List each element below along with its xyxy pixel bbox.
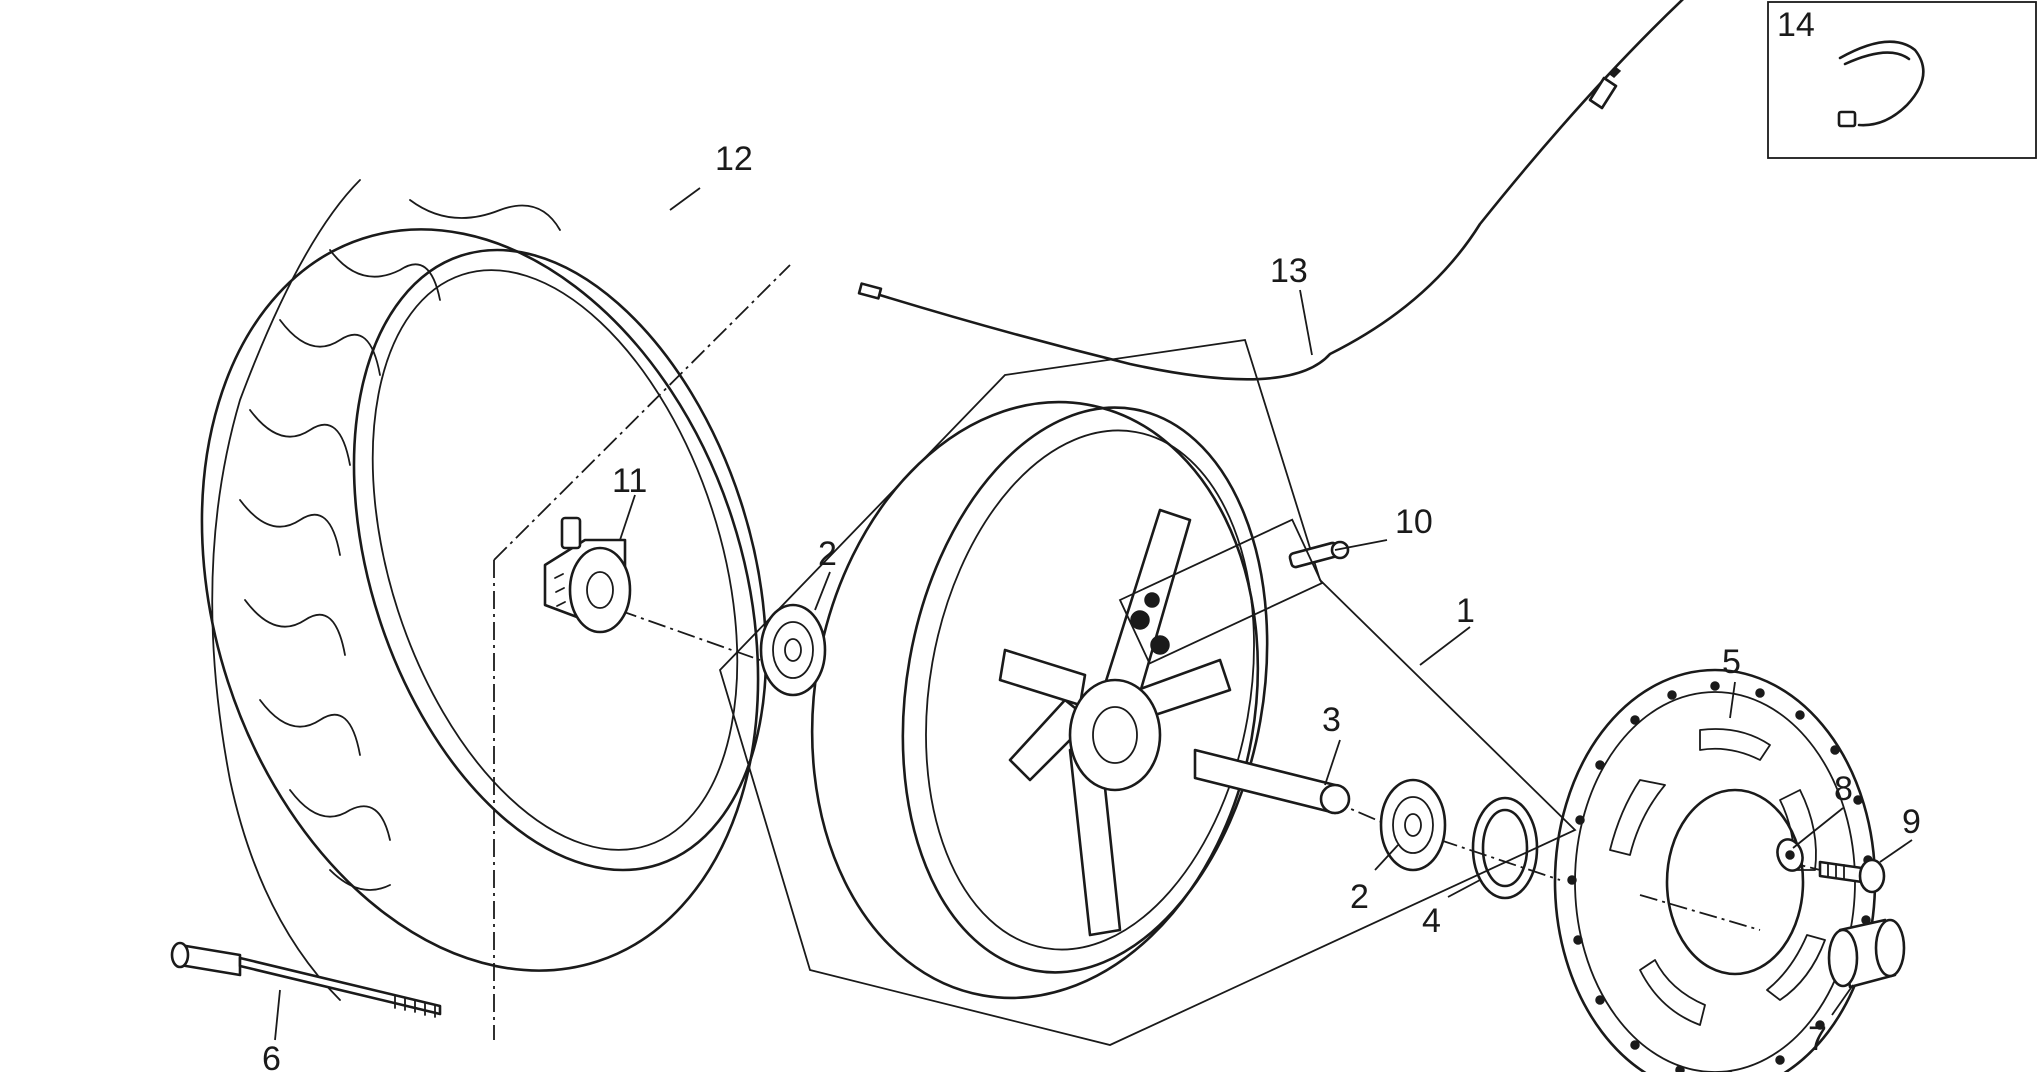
speedo-drive-part-11 bbox=[543, 516, 632, 634]
tyre-part-12 bbox=[200, 179, 768, 1001]
callout-2b: 2 bbox=[1350, 878, 1369, 916]
callout-8: 8 bbox=[1834, 770, 1853, 808]
callout-6: 6 bbox=[262, 1040, 281, 1072]
callout-13: 13 bbox=[1270, 252, 1308, 290]
callout-3: 3 bbox=[1322, 701, 1341, 739]
callout-4: 4 bbox=[1422, 902, 1441, 940]
callout-7: 7 bbox=[1808, 1020, 1827, 1058]
callout-labels: 12 11 2 13 10 1 3 2 4 5 8 9 7 6 14 bbox=[262, 6, 1921, 1072]
axis-lines bbox=[493, 264, 1841, 1040]
callout-14: 14 bbox=[1777, 6, 1815, 44]
seal-part-4 bbox=[1471, 796, 1539, 900]
callout-10: 10 bbox=[1395, 503, 1433, 541]
callout-12: 12 bbox=[715, 140, 753, 178]
clamp-inset-part-14 bbox=[1767, 1, 2037, 159]
bush-part-7 bbox=[1827, 918, 1906, 989]
leader-lines bbox=[274, 187, 1913, 1041]
bearing-part-2a bbox=[759, 603, 827, 697]
callout-1: 1 bbox=[1456, 592, 1475, 630]
spacer-part-3 bbox=[1193, 748, 1351, 815]
bearing-part-2b bbox=[1379, 778, 1447, 872]
callout-5: 5 bbox=[1722, 643, 1741, 681]
washer-part-8 bbox=[1776, 838, 1804, 872]
bolt-part-9 bbox=[1818, 858, 1886, 894]
callout-11: 11 bbox=[612, 462, 647, 500]
callout-2a: 2 bbox=[818, 535, 837, 573]
speedo-cable-part-13 bbox=[857, 0, 1685, 381]
callout-9: 9 bbox=[1902, 803, 1921, 841]
axle-part-6 bbox=[170, 941, 442, 1018]
wheel-rim-part-1 bbox=[810, 400, 1269, 1000]
